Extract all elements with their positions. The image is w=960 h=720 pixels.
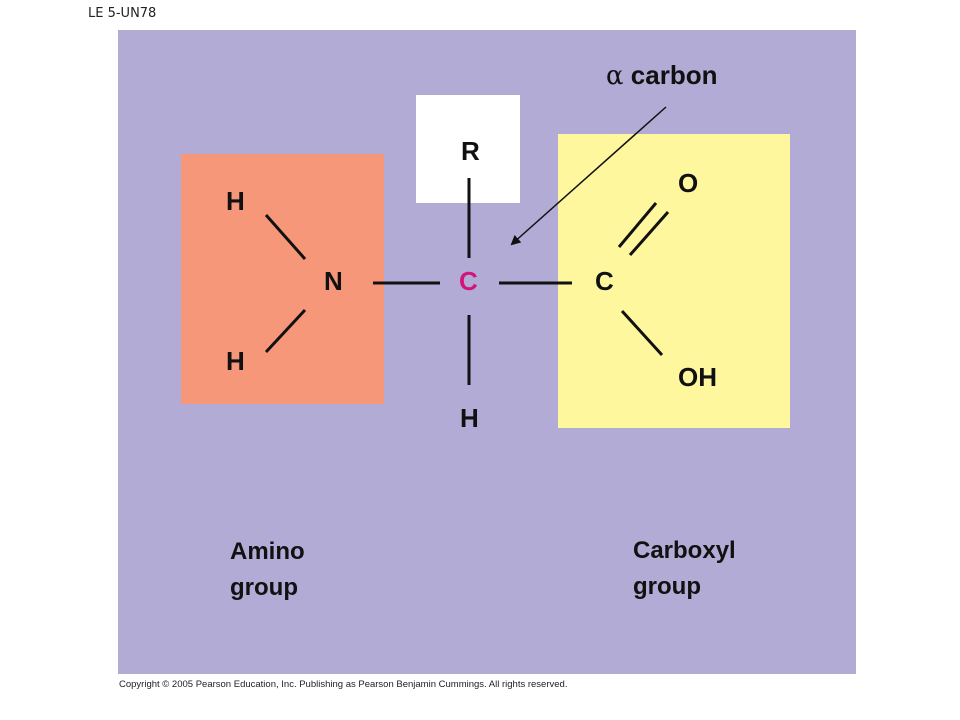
bond-h-bottom-n	[264, 308, 307, 354]
carboxyl-caption-line1: Carboxyl	[633, 537, 736, 564]
double-bond-line1	[617, 202, 658, 248]
atom-nitrogen: N	[324, 266, 343, 296]
slide-label: LE 5-UN78	[88, 6, 157, 21]
amino-caption: Amino group	[230, 534, 305, 606]
alpha-carbon-text: carbon	[630, 60, 718, 90]
amino-group-box	[181, 154, 384, 404]
carboxyl-caption-line2: group	[633, 573, 701, 600]
amino-caption-line1: Amino	[230, 538, 305, 565]
carboxyl-caption: Carboxyl group	[633, 533, 736, 605]
atom-hydroxyl: OH	[678, 362, 717, 392]
bond-c-oh	[620, 309, 664, 357]
carboxyl-group-box	[558, 134, 790, 428]
amino-caption-line2: group	[230, 574, 298, 601]
alpha-carbon-arrow	[510, 106, 667, 246]
atom-r-group: R	[461, 136, 480, 166]
atom-alpha-h: H	[460, 403, 479, 433]
atom-carboxyl-carbon: C	[595, 266, 614, 296]
bond-h-top-n	[264, 214, 307, 260]
copyright-notice: Copyright © 2005 Pearson Education, Inc.…	[119, 679, 568, 690]
atom-amino-h-bottom: H	[226, 346, 245, 376]
atom-amino-h-top: H	[226, 186, 245, 216]
alpha-symbol: α	[606, 61, 624, 91]
double-bond-line2	[628, 211, 670, 256]
atom-carbonyl-oxygen: O	[678, 168, 699, 198]
atom-alpha-carbon: C	[459, 266, 478, 296]
alpha-carbon-label: α carbon	[606, 60, 717, 91]
